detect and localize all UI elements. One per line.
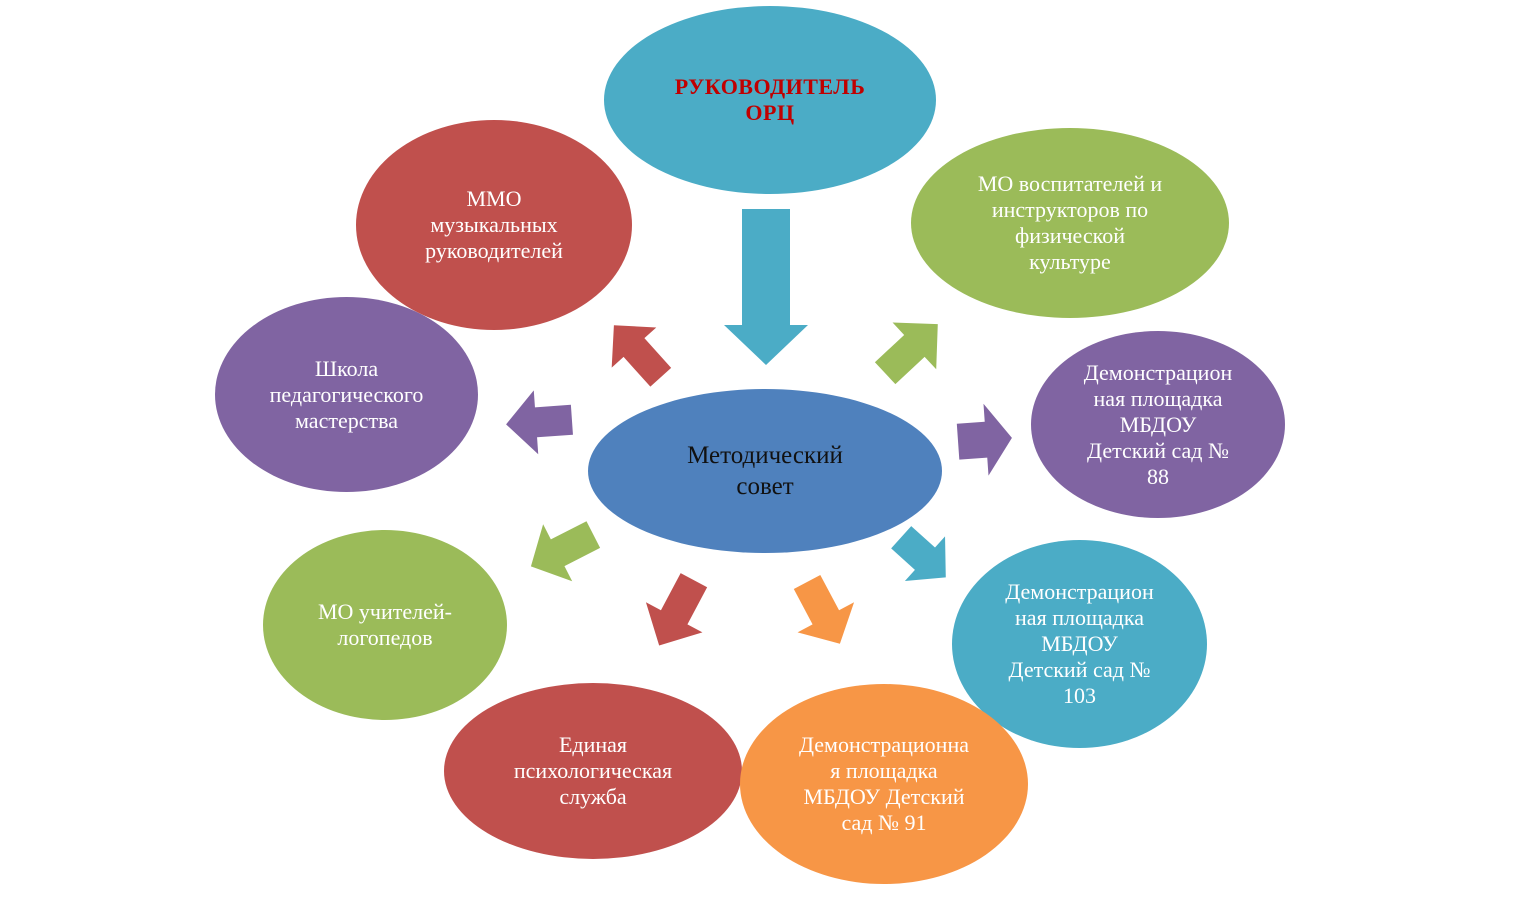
arrow-to-mo-pe (874, 322, 938, 385)
node-leader-label: РУКОВОДИТЕЛЬ ОРЦ (674, 74, 866, 125)
node-mmo-music: ММО музыкальных руководителей (356, 120, 632, 330)
arrow-to-mo-logopedists (530, 521, 601, 582)
node-demo-91: Демонстрационна я площадка МБДОУ Детский… (740, 684, 1028, 884)
node-mmo-music-label: ММО музыкальных руководителей (425, 186, 563, 263)
arrow-to-mmo-music (611, 325, 672, 387)
node-methodical-council: Методический совет (588, 389, 942, 553)
node-mo-logopedists-label: МО учителей- логопедов (317, 599, 452, 650)
node-psych-service-label: Единая психологическая служба (513, 732, 673, 809)
node-mo-logopedists: МО учителей- логопедов (263, 530, 507, 720)
node-school-label: Школа педагогического мастерства (269, 355, 424, 433)
arrow-to-school (506, 390, 573, 455)
node-mo-pe-label: МО воспитателей и инструкторов по физиче… (977, 171, 1163, 274)
node-mo-pe: МО воспитателей и инструкторов по физиче… (911, 128, 1229, 318)
node-psych-service: Единая психологическая служба (444, 683, 742, 859)
node-demo-91-label: Демонстрационна я площадка МБДОУ Детский… (798, 732, 969, 835)
arrow-leader-to-council (724, 209, 808, 365)
arrow-to-psych-service (645, 573, 708, 646)
node-demo-103: Демонстрацион ная площадка МБДОУ Детский… (952, 540, 1207, 748)
node-methodical-council-label: Методический совет (687, 442, 843, 500)
node-demo-88: Демонстрацион ная площадка МБДОУ Детский… (1031, 331, 1285, 518)
node-leader: РУКОВОДИТЕЛЬ ОРЦ (604, 6, 936, 194)
arrow-to-demo-103 (891, 526, 946, 581)
node-school: Школа педагогического мастерства (215, 297, 478, 492)
arrow-to-demo-91 (793, 574, 855, 644)
node-demo-103-label: Демонстрацион ная площадка МБДОУ Детский… (1005, 579, 1154, 708)
node-demo-88-label: Демонстрацион ная площадка МБДОУ Детский… (1083, 359, 1233, 489)
arrow-to-demo-88 (956, 403, 1012, 476)
